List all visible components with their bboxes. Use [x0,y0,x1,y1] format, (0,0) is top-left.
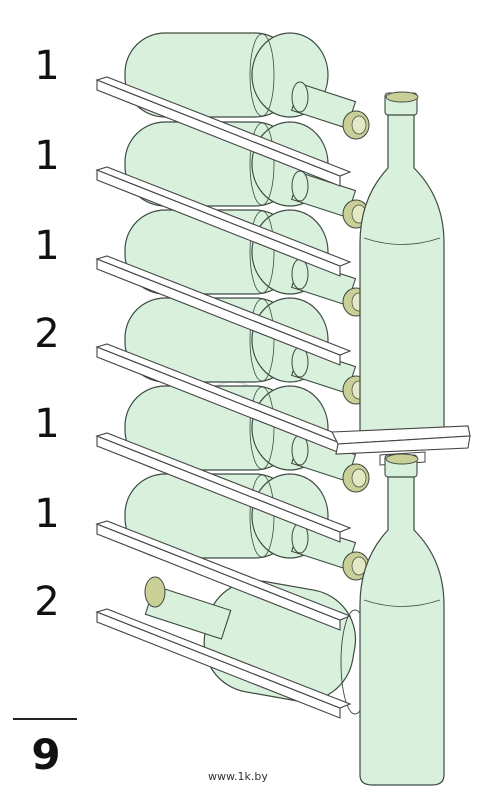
rod-top [95,520,352,621]
rack-rod [95,608,352,719]
rod-top [95,166,352,267]
bottle-shoulder-line [249,33,275,117]
bottle-shoulder-line [249,210,275,294]
bottle-cork [385,453,419,465]
upright-bottle-top [359,91,445,441]
row-count-2: 1 [34,133,60,179]
lying-bottle [124,32,370,140]
bottle-shoulder-line [363,599,441,607]
bottle-shoulder-line [249,298,275,382]
rack-rod [95,166,352,277]
row-count-7: 2 [34,579,60,625]
row-count-4: 2 [34,311,60,357]
rod-top [95,432,352,533]
rod-top [95,255,352,356]
bottle-shoulder-line [363,237,441,245]
row-count-1: 1 [34,43,60,89]
rack-rod [95,76,352,187]
bottle-cork-top [351,468,367,488]
bottle-neck-ring [291,258,309,290]
bottle-cork [385,91,419,103]
bottle-cork-top [351,115,367,135]
rod-top [95,76,352,177]
source-watermark: www.1k.by [208,770,268,783]
bottle-shoulder-line [249,122,275,206]
rack-rod [95,432,352,543]
upright-bottle-bottom [359,453,445,786]
bottle-neck-ring [291,81,309,113]
total-count: 9 [31,730,61,779]
row-count-5: 1 [34,401,60,447]
rack-rod [95,255,352,366]
shelf-front [335,435,471,455]
bottle-neck-ring [291,170,309,202]
rack-rod [95,520,352,631]
total-divider [13,718,77,720]
row-count-3: 1 [34,223,60,269]
bottle-body [359,476,445,786]
bottle-shoulder-line [249,386,275,470]
rack-rods [95,76,352,719]
rod-top [95,608,352,709]
bottle-cork [144,576,166,608]
bottle-body [359,114,445,441]
vertical-bottles [331,91,471,786]
row-count-6: 1 [34,491,60,537]
